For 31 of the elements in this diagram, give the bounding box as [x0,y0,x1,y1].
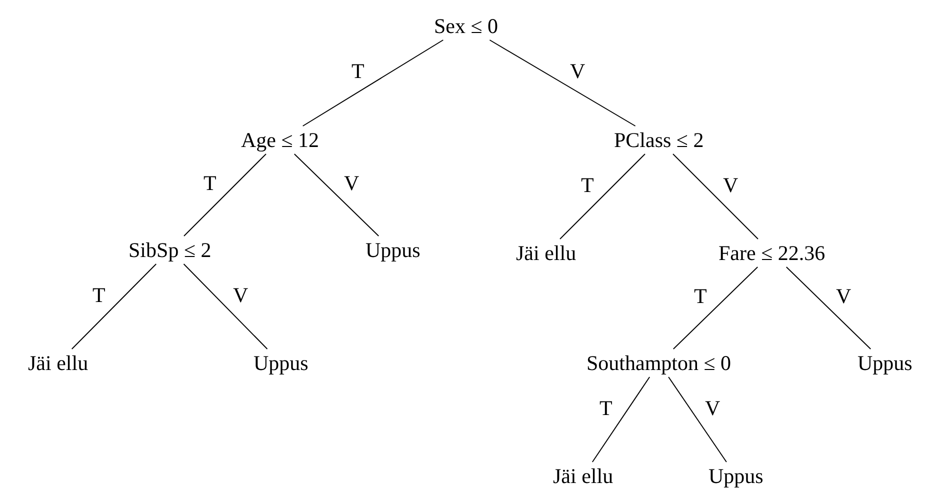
branch-line [672,154,758,240]
branch-line [672,266,758,350]
split-condition: Age ≤ 12 [238,128,322,152]
branch-line [183,264,268,350]
edge-label: T [350,61,366,81]
branch-line [294,154,380,236]
edge-label: V [835,286,852,306]
leaf-outcome: Uppus [706,464,766,488]
branch-line [786,266,872,350]
split-condition: Sex ≤ 0 [431,14,502,38]
leaf-outcome: Jäi ellu [25,351,92,375]
leaf-outcome: Uppus [854,351,916,375]
branch-line [184,154,266,236]
split-condition: PClass ≤ 2 [611,128,707,152]
edge-label: V [343,173,360,193]
branch-line [302,40,444,126]
branch-line [71,264,157,350]
branch-line [560,154,646,240]
leaf-outcome: Uppus [362,238,424,262]
leaf-outcome: Uppus [250,351,312,375]
edge-label: T [202,173,218,193]
edge-label: T [693,286,708,306]
branch-line [592,376,650,462]
leaf-outcome: Jäi ellu [550,464,616,488]
edge-label: V [569,61,586,81]
branch-line [489,40,636,126]
leaf-outcome: Jäi ellu [513,241,580,265]
split-condition: SibSp ≤ 2 [126,238,214,262]
branch-line [668,376,727,462]
split-condition: Southampton ≤ 0 [584,351,734,375]
split-condition: Fare ≤ 22.36 [716,241,828,265]
